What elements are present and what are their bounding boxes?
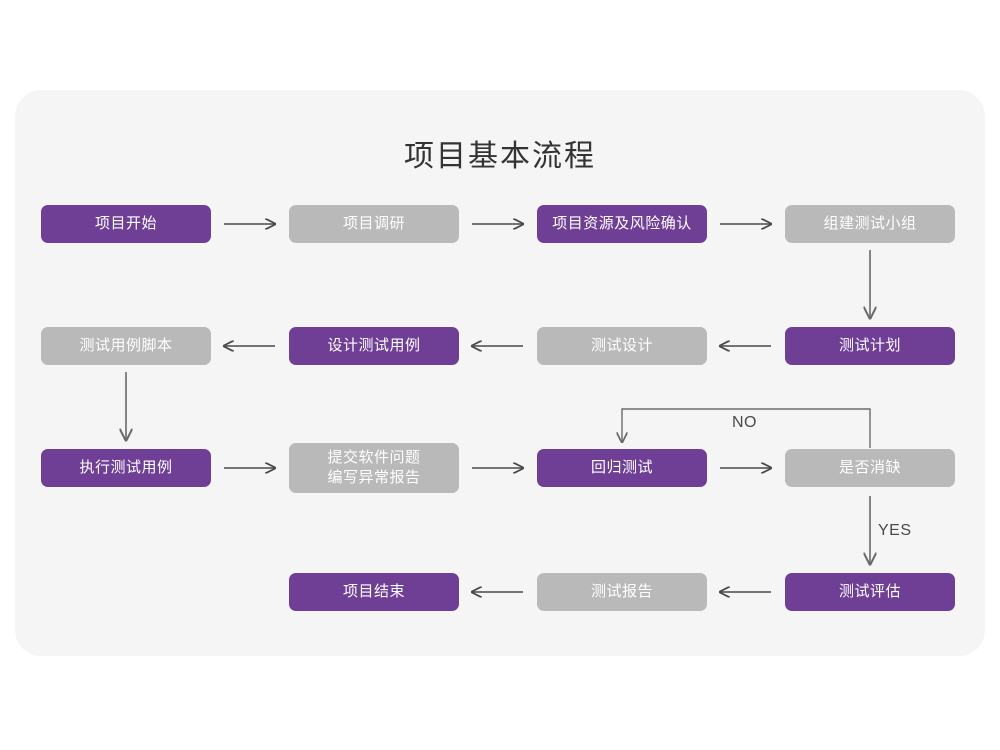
node-project-start[interactable]: 项目开始 — [41, 205, 211, 243]
node-regression-test[interactable]: 回归测试 — [537, 449, 707, 487]
diagram-card — [15, 90, 985, 656]
node-design-test-case[interactable]: 设计测试用例 — [289, 327, 459, 365]
node-test-evaluation[interactable]: 测试评估 — [785, 573, 955, 611]
node-test-plan[interactable]: 测试计划 — [785, 327, 955, 365]
node-project-research[interactable]: 项目调研 — [289, 205, 459, 243]
node-test-case-script[interactable]: 测试用例脚本 — [41, 327, 211, 365]
edge-label-no: NO — [732, 414, 757, 431]
node-test-report[interactable]: 测试报告 — [537, 573, 707, 611]
node-execute-test-case[interactable]: 执行测试用例 — [41, 449, 211, 487]
node-defect-resolved-decision[interactable]: 是否消缺 — [785, 449, 955, 487]
node-submit-defect-report[interactable]: 提交软件问题 编写异常报告 — [289, 443, 459, 493]
node-project-end[interactable]: 项目结束 — [289, 573, 459, 611]
edge-label-yes: YES — [878, 522, 912, 539]
node-resource-risk-confirm[interactable]: 项目资源及风险确认 — [537, 205, 707, 243]
page-title: 项目基本流程 — [404, 140, 596, 173]
node-build-test-team[interactable]: 组建测试小组 — [785, 205, 955, 243]
node-test-design[interactable]: 测试设计 — [537, 327, 707, 365]
